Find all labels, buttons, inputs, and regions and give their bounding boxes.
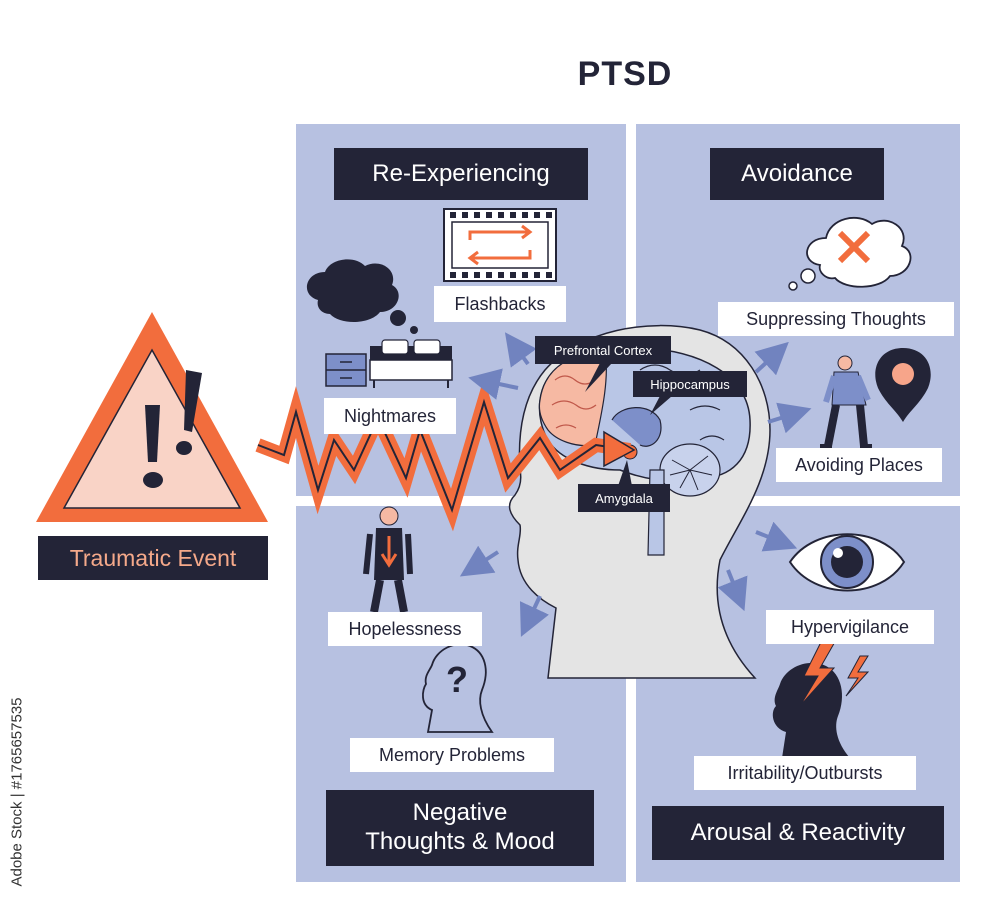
amygdala-label: Amygdala xyxy=(578,484,670,512)
memory-problems-label: Memory Problems xyxy=(350,738,554,772)
avoidance-header: Avoidance xyxy=(710,148,884,200)
arousal-header: Arousal & Reactivity xyxy=(652,806,944,860)
warning-icon xyxy=(36,312,268,522)
traumatic-event-label: Traumatic Event xyxy=(38,536,268,580)
eye-icon xyxy=(788,533,906,592)
location-pin-icon xyxy=(875,348,931,422)
page-title: PTSD xyxy=(577,55,673,93)
suppressing-thoughts-label: Suppressing Thoughts xyxy=(718,302,954,336)
side-text-content: Adobe Stock | #1765657535 xyxy=(8,697,26,887)
bed-icon xyxy=(325,339,453,388)
thought-cloud-x-icon xyxy=(788,216,912,291)
hippocampus-label: Hippocampus xyxy=(633,371,747,397)
irritability-label: Irritability/Outbursts xyxy=(694,756,916,790)
dark-thought-cloud-icon xyxy=(306,259,418,334)
angry-head-icon xyxy=(772,639,870,758)
negative-mood-header: Negative Thoughts & Mood xyxy=(326,790,594,866)
avoiding-places-label: Avoiding Places xyxy=(776,448,942,482)
walking-person-icon xyxy=(820,355,872,448)
hypervigilance-label: Hypervigilance xyxy=(766,610,934,644)
re-experiencing-header: Re-Experiencing xyxy=(334,148,588,200)
side-text: Adobe Stock | #1765657535 xyxy=(2,672,32,912)
hopelessness-label: Hopelessness xyxy=(328,612,482,646)
prefrontal-cortex-label: Prefrontal Cortex xyxy=(535,336,671,364)
symptom-arrows xyxy=(459,332,812,637)
nightmares-label: Nightmares xyxy=(324,398,456,434)
negative-mood-header-line2: Thoughts & Mood xyxy=(365,828,555,855)
question-head-icon: ? xyxy=(422,643,494,733)
flashbacks-label: Flashbacks xyxy=(434,286,566,322)
sad-person-icon xyxy=(363,506,413,616)
negative-mood-header-line1: Negative xyxy=(412,799,508,827)
film-strip-icon xyxy=(443,208,557,282)
svg-text:?: ? xyxy=(446,659,468,700)
